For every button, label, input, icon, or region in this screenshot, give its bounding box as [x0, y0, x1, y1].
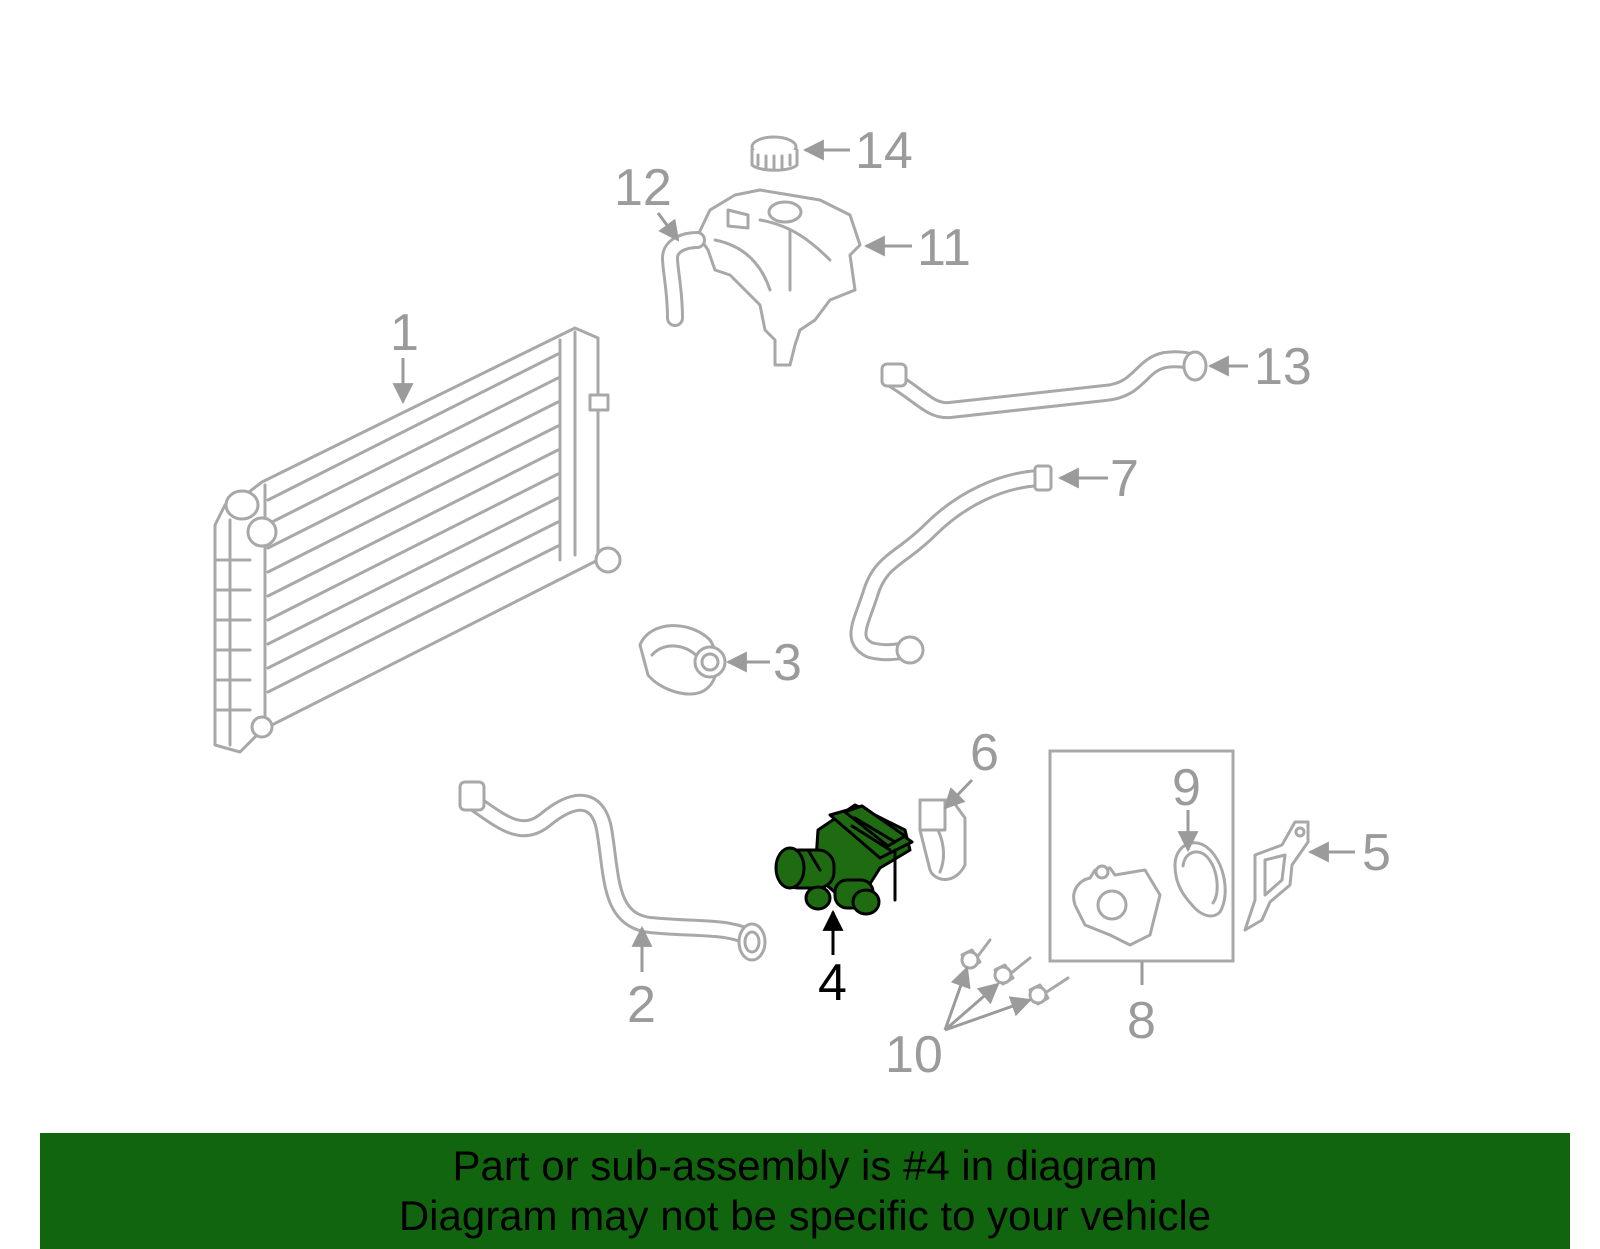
bolts-part-10[interactable]: [960, 938, 1070, 1006]
callout-9: 9: [1172, 759, 1201, 853]
reservoir-part-11[interactable]: [696, 188, 862, 367]
callout-4: 4: [818, 909, 847, 1012]
water-pump-kit-part-8[interactable]: [1048, 749, 1235, 963]
callout-label-1: 1: [390, 304, 419, 362]
callout-label-12: 12: [614, 159, 672, 217]
callout-label-2: 2: [627, 976, 656, 1034]
sensor-part-6[interactable]: [918, 798, 967, 881]
thermostat-housing-part-3[interactable]: [638, 624, 727, 696]
callout-5: 5: [1307, 824, 1391, 882]
callout-10: 10: [885, 966, 1032, 1084]
banner-line-part-number: Part or sub-assembly is #4 in diagram: [452, 1142, 1158, 1189]
banner-line-disclaimer: Diagram may not be specific to your vehi…: [398, 1192, 1212, 1239]
radiator-part-1[interactable]: [213, 326, 622, 754]
callout-6: 6: [943, 724, 999, 810]
callout-label-9: 9: [1172, 759, 1201, 817]
callout-label-11: 11: [917, 219, 971, 277]
callout-label-13: 13: [1254, 338, 1312, 396]
small-hose-part-12[interactable]: [661, 231, 706, 327]
info-banner: Part or sub-assembly is #4 in diagram Di…: [40, 1133, 1570, 1249]
callout-label-8: 8: [1127, 992, 1156, 1050]
callout-7: 7: [1057, 450, 1139, 508]
coolant-valve-part-4[interactable]: [774, 803, 914, 916]
callout-11: 11: [863, 219, 971, 277]
callout-label-4: 4: [818, 954, 847, 1012]
callout-label-14: 14: [855, 122, 913, 180]
callout-8: 8: [1127, 962, 1156, 1050]
cap-part-14[interactable]: [750, 135, 799, 172]
callout-label-3: 3: [773, 634, 802, 692]
heater-hose-part-7[interactable]: [849, 464, 1053, 665]
callout-2: 2: [627, 925, 656, 1034]
callout-label-7: 7: [1110, 450, 1139, 508]
upper-hose-part-13[interactable]: [880, 350, 1208, 420]
callout-13: 13: [1207, 338, 1312, 396]
callout-1: 1: [390, 304, 419, 405]
callout-label-10: 10: [885, 1026, 943, 1084]
callout-14: 14: [802, 122, 913, 180]
callout-3: 3: [725, 634, 802, 692]
callout-12: 12: [614, 159, 680, 242]
lower-hose-part-2[interactable]: [458, 780, 767, 962]
gasket-part-5[interactable]: [1243, 820, 1310, 932]
callout-label-5: 5: [1362, 824, 1391, 882]
callout-label-6: 6: [970, 724, 999, 782]
